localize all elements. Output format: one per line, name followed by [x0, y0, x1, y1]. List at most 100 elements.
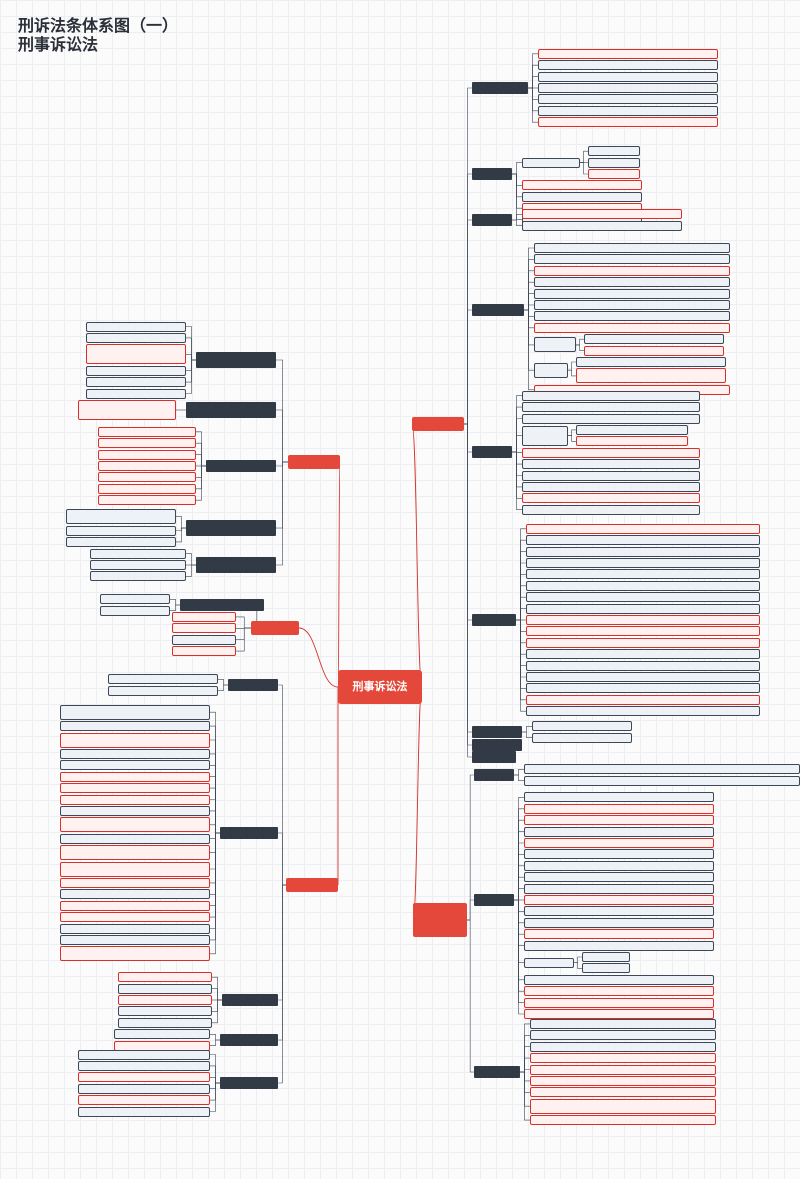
article-node[interactable]	[530, 1030, 716, 1041]
article-node[interactable]	[66, 536, 176, 547]
article-node[interactable]	[524, 803, 714, 814]
article-node[interactable]	[60, 912, 210, 923]
article-node[interactable]	[524, 826, 714, 837]
article-node[interactable]	[522, 209, 682, 220]
article-node[interactable]	[524, 764, 800, 775]
article-node[interactable]	[524, 883, 714, 894]
article-node[interactable]	[526, 626, 760, 637]
article-node[interactable]	[86, 321, 186, 332]
article-node[interactable]	[524, 895, 714, 905]
article-node[interactable]	[532, 721, 632, 732]
article-node[interactable]	[534, 254, 730, 265]
article-node[interactable]	[526, 706, 760, 717]
chapter-node[interactable]	[196, 352, 276, 368]
article-node[interactable]	[534, 243, 730, 253]
article-node[interactable]	[522, 493, 700, 504]
chapter-node[interactable]	[196, 557, 276, 573]
article-node[interactable]	[118, 995, 212, 1005]
article-node[interactable]	[60, 833, 210, 844]
article-node[interactable]	[530, 1115, 716, 1126]
article-node[interactable]	[524, 1009, 714, 1019]
article-node[interactable]	[526, 672, 760, 682]
article-node[interactable]	[524, 917, 714, 928]
article-node[interactable]	[60, 934, 210, 945]
chapter-node[interactable]	[472, 214, 512, 226]
article-node[interactable]	[534, 265, 730, 276]
article-node[interactable]	[118, 983, 212, 994]
article-node[interactable]	[86, 332, 186, 343]
article-node[interactable]	[524, 906, 714, 917]
article-node[interactable]	[526, 569, 760, 580]
article-node[interactable]	[522, 425, 568, 446]
article-node[interactable]	[524, 986, 714, 997]
article-node[interactable]	[538, 117, 718, 128]
article-node[interactable]	[522, 413, 700, 424]
article-node[interactable]	[534, 288, 730, 299]
article-node[interactable]	[538, 60, 718, 71]
article-node[interactable]	[534, 322, 730, 333]
article-node[interactable]	[78, 1049, 210, 1060]
article-node[interactable]	[78, 1060, 210, 1071]
chapter-node[interactable]	[220, 1034, 278, 1046]
section-node[interactable]	[413, 903, 467, 937]
article-node[interactable]	[60, 861, 210, 877]
article-node[interactable]	[534, 362, 568, 378]
clause-node[interactable]	[576, 368, 726, 384]
article-node[interactable]	[98, 461, 196, 471]
article-node[interactable]	[60, 923, 210, 934]
article-node[interactable]	[60, 900, 210, 911]
article-node[interactable]	[530, 1018, 716, 1029]
article-node[interactable]	[60, 817, 210, 833]
chapter-node[interactable]	[220, 1077, 278, 1089]
chapter-node[interactable]	[474, 894, 514, 906]
clause-node[interactable]	[582, 952, 630, 962]
article-node[interactable]	[60, 845, 210, 861]
article-node[interactable]	[60, 732, 210, 748]
article-node[interactable]	[532, 732, 632, 743]
article-node[interactable]	[526, 637, 760, 648]
article-node[interactable]	[526, 603, 760, 614]
article-node[interactable]	[118, 1006, 212, 1017]
article-node[interactable]	[524, 815, 714, 826]
chapter-node[interactable]	[206, 460, 276, 472]
article-node[interactable]	[172, 646, 236, 657]
article-node[interactable]	[522, 390, 700, 401]
chapter-node[interactable]	[186, 520, 276, 536]
article-node[interactable]	[60, 805, 210, 816]
article-node[interactable]	[530, 1064, 716, 1075]
article-node[interactable]	[78, 1072, 210, 1083]
article-node[interactable]	[86, 344, 186, 365]
article-node[interactable]	[90, 571, 186, 582]
article-node[interactable]	[118, 1017, 212, 1028]
article-node[interactable]	[60, 794, 210, 805]
article-node[interactable]	[172, 611, 236, 622]
article-node[interactable]	[524, 838, 714, 848]
article-node[interactable]	[78, 1083, 210, 1094]
clause-node[interactable]	[584, 334, 724, 345]
chapter-node[interactable]	[474, 1066, 520, 1078]
article-node[interactable]	[524, 929, 714, 940]
chapter-node[interactable]	[472, 446, 512, 458]
article-node[interactable]	[90, 548, 186, 559]
article-node[interactable]	[524, 957, 574, 968]
chapter-node[interactable]	[472, 168, 512, 180]
article-node[interactable]	[526, 683, 760, 694]
article-node[interactable]	[114, 1029, 210, 1040]
article-node[interactable]	[526, 660, 760, 671]
article-node[interactable]	[524, 860, 714, 871]
clause-node[interactable]	[588, 157, 640, 168]
article-node[interactable]	[60, 946, 210, 962]
clause-node[interactable]	[576, 357, 726, 367]
article-node[interactable]	[522, 180, 642, 191]
article-node[interactable]	[60, 721, 210, 732]
article-node[interactable]	[100, 594, 170, 605]
article-node[interactable]	[524, 872, 714, 883]
article-node[interactable]	[60, 771, 210, 782]
article-node[interactable]	[98, 483, 196, 494]
article-node[interactable]	[534, 337, 576, 353]
article-node[interactable]	[524, 974, 714, 985]
article-node[interactable]	[524, 775, 800, 786]
article-node[interactable]	[526, 694, 760, 705]
article-node[interactable]	[98, 472, 196, 483]
article-node[interactable]	[530, 1098, 716, 1114]
